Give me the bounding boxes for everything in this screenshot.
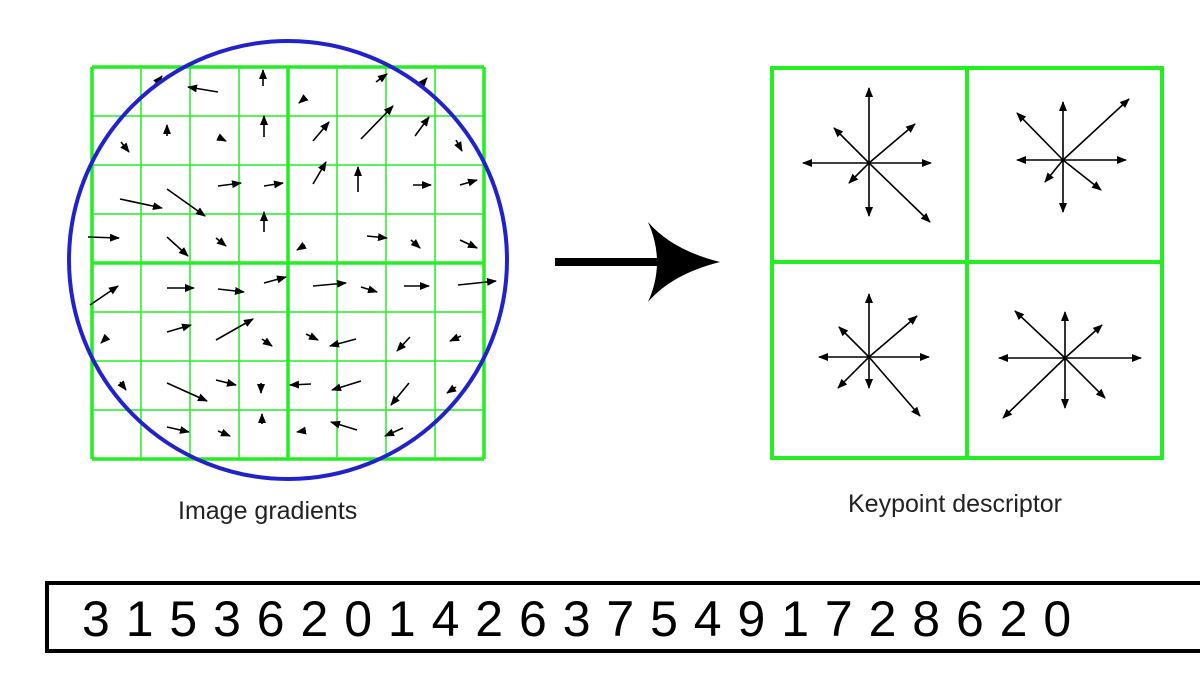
histogram-bin-arrow (848, 162, 870, 184)
gradient-arrow (216, 133, 227, 142)
gradient-arrow (312, 279, 347, 288)
gradient-arrow (261, 337, 273, 347)
histogram-bin-arrow (868, 123, 916, 164)
histogram-bin-arrow (1002, 357, 1066, 419)
gradient-arrow (384, 427, 404, 437)
gradient-arrow (305, 332, 319, 341)
gradient-arrow (375, 73, 388, 83)
gradient-arrow (187, 84, 219, 93)
gradient-arrow (410, 239, 421, 249)
gradient-arrow (312, 161, 327, 185)
gradient-arrow (166, 188, 206, 217)
orientation-histograms (802, 87, 1142, 419)
gradient-arrow (289, 380, 312, 389)
histogram-bin-arrow (1014, 310, 1066, 359)
gradient-arrow (296, 241, 307, 251)
gradient-arrow (360, 105, 394, 140)
histogram-bin-arrow (833, 127, 870, 164)
gradient-arrow (454, 139, 463, 152)
gradient-arrow (89, 285, 119, 306)
gradient-arrow (217, 428, 231, 437)
histogram-bin-arrow (837, 356, 870, 389)
gradient-arrow (215, 318, 254, 341)
gaussian-window-circle (67, 39, 509, 481)
gradient-arrow (166, 382, 208, 402)
gradient-arrow (166, 236, 189, 257)
histogram-bin-arrow (1064, 357, 1106, 399)
gradient-arrow (117, 380, 127, 391)
histogram-bin-arrow (1062, 98, 1130, 161)
histogram-bin-arrow (1044, 159, 1064, 183)
gradient-arrow (459, 178, 478, 187)
histogram-bin-arrow (868, 356, 921, 417)
histogram-bin-arrow (1062, 159, 1102, 191)
descriptor-vector-box: 3 1 5 3 6 2 0 1 4 2 6 3 7 5 4 9 1 7 2 8 … (45, 581, 1200, 653)
gradient-arrow (312, 121, 330, 142)
gradient-arrow (459, 239, 478, 249)
transform-arrow-icon (555, 222, 720, 302)
gradient-arrow (263, 275, 287, 284)
gradient-arrow (329, 338, 357, 348)
gradient-arrow (331, 380, 362, 392)
gradient-arrow (330, 420, 358, 431)
descriptor-vector-values: 3 1 5 3 6 2 0 1 4 2 6 3 7 5 4 9 1 7 2 8 … (82, 591, 1073, 647)
histogram-bin-arrow (1016, 112, 1064, 161)
histogram-bin-arrow (868, 162, 931, 223)
gradient-grid (90, 65, 486, 461)
gradient-arrow (446, 384, 457, 394)
histogram-bin-arrow (1064, 324, 1103, 359)
gradient-arrow (390, 382, 410, 406)
gradient-arrow (166, 323, 192, 333)
gradient-arrow (120, 141, 130, 153)
gradient-arrow (298, 94, 309, 104)
gradient-arrow (296, 426, 307, 435)
gradient-arrow (166, 426, 190, 434)
histogram-bin-arrow (838, 326, 870, 358)
gradient-arrow (100, 333, 111, 344)
gradient-arrow (414, 116, 430, 137)
gradient-arrow (360, 285, 378, 294)
descriptor-grid (770, 66, 1164, 460)
gradient-arrow (87, 233, 120, 242)
gradient-arrow (263, 180, 284, 189)
gradient-arrow (449, 333, 462, 342)
gradient-arrow (215, 237, 227, 247)
image-gradients-caption: Image gradients (178, 497, 358, 525)
gradient-arrow (217, 286, 245, 295)
gradient-arrow (217, 180, 242, 189)
gradient-arrow (457, 277, 497, 286)
gradient-arrow (215, 378, 237, 387)
gradient-arrow (119, 198, 163, 211)
gradient-arrow (396, 336, 411, 352)
histogram-bin-arrow (868, 315, 918, 358)
keypoint-descriptor-caption: Keypoint descriptor (848, 490, 1063, 518)
gradient-arrows (87, 69, 497, 437)
gradient-arrow (366, 233, 388, 242)
